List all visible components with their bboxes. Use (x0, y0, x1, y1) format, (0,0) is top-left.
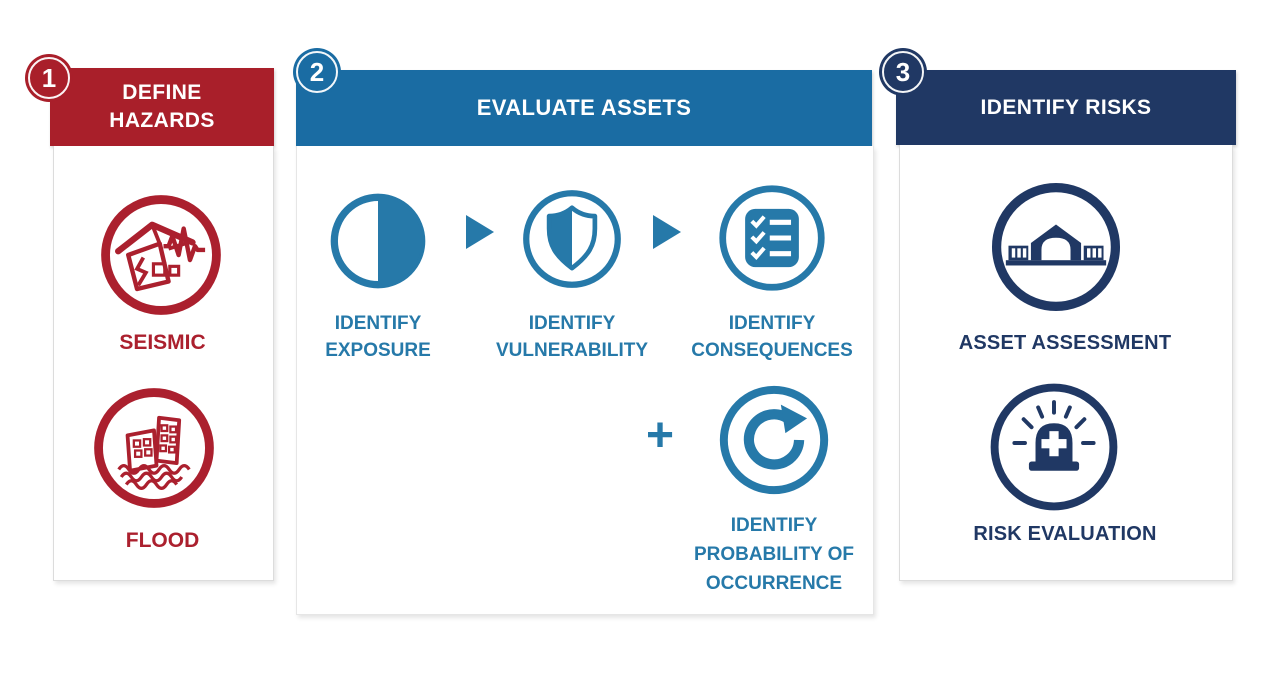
step-number: 3 (895, 56, 911, 87)
risk-label-risk-evaluation: RISK EVALUATION (973, 523, 1157, 545)
emergency-siren-icon (990, 383, 1118, 511)
checklist-icon (719, 185, 825, 291)
bridge-icon (991, 182, 1121, 312)
flood-buildings-icon (94, 388, 214, 508)
panel-title: EVALUATE ASSETS (476, 95, 692, 121)
hazard-label-flood: FLOOD (125, 529, 200, 552)
step-label-identify-exposure: IDENTIFY EXPOSURE (325, 313, 431, 361)
flow-arrow-icon (466, 215, 494, 249)
panel-header-evaluate-assets: EVALUATE ASSETS (296, 70, 872, 146)
flow-arrow-icon (653, 215, 681, 249)
step-number-badge-1: 1 (25, 54, 73, 102)
hazard-label-seismic: SEISMIC (119, 331, 206, 354)
panel-header-identify-risks: IDENTIFY RISKS (896, 70, 1236, 145)
plus-sign: + (645, 409, 675, 462)
step-number-badge-2: 2 (293, 48, 341, 96)
step-label-identify-probability: IDENTIFY PROBABILITY OF OCCURRENCE (693, 515, 855, 594)
panel-title-line: HAZARDS (109, 109, 215, 132)
seismic-earthquake-house-icon (101, 195, 221, 315)
step-number: 1 (41, 62, 57, 93)
shield-icon (523, 190, 621, 288)
cycle-arrow-icon (719, 385, 829, 495)
step-label-identify-consequences: IDENTIFY CONSEQUENCES (691, 313, 853, 361)
step-number-badge-3: 3 (879, 48, 927, 96)
panel-title-line: DEFINE (122, 81, 202, 105)
panel-body-define-hazards (53, 146, 274, 581)
half-filled-circle-icon (330, 193, 426, 289)
panel-title: IDENTIFY RISKS (980, 95, 1152, 119)
step-label-identify-vulnerability: IDENTIFY VULNERABILITY (496, 313, 648, 361)
panel-header-define-hazards: DEFINE HAZARDS (50, 68, 274, 146)
step-number: 2 (309, 56, 325, 87)
risk-label-asset-assessment: ASSET ASSESSMENT (958, 332, 1172, 354)
